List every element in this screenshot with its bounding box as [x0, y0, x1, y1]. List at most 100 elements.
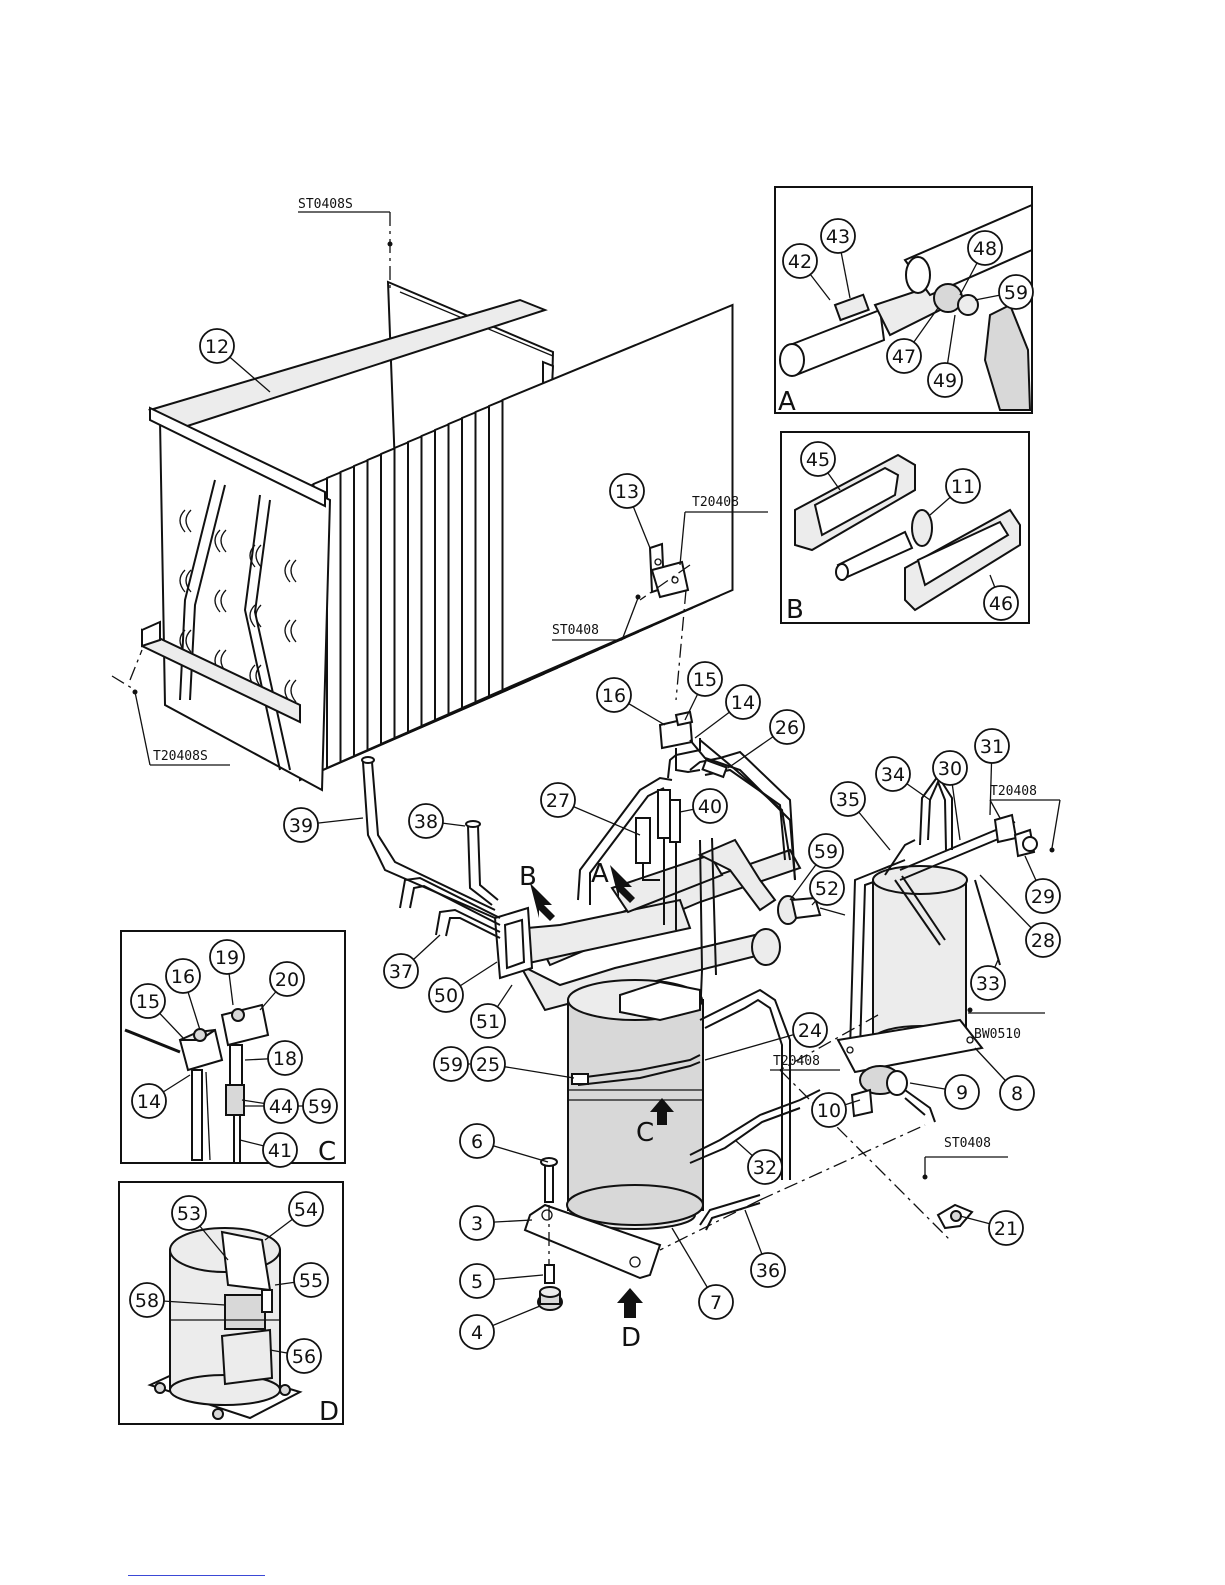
callout-59d: 59: [303, 1089, 337, 1123]
view-letter-a: A: [591, 859, 609, 889]
ref-st0408-bracket: ST0408: [552, 623, 599, 638]
callout-number: 13: [615, 481, 639, 503]
callout-58: 58: [130, 1283, 164, 1317]
callout-38: 38: [409, 804, 443, 838]
callout-number: 5: [471, 1271, 483, 1293]
callout-54: 54: [289, 1192, 323, 1226]
callout-number: 14: [137, 1091, 161, 1113]
callout-number: 6: [471, 1131, 483, 1153]
box-letter-a: A: [778, 387, 796, 417]
callout-number: 46: [989, 593, 1013, 615]
callout-number: 59: [1004, 282, 1028, 304]
callout-18: 18: [268, 1041, 302, 1075]
callout-number: 52: [815, 878, 839, 900]
callout-number: 37: [389, 961, 413, 983]
callout-number: 35: [836, 789, 860, 811]
box-letter-d: D: [319, 1397, 339, 1427]
callout-6: 6: [460, 1124, 494, 1158]
callout-number: 50: [434, 985, 458, 1007]
callout-number: 11: [951, 476, 975, 498]
callout-number: 59: [308, 1096, 332, 1118]
callout-number: 16: [171, 966, 195, 988]
ref-t20408-bracket: T20408: [692, 495, 739, 510]
callout-number: 21: [994, 1218, 1018, 1240]
callout-44: 44: [264, 1089, 298, 1123]
callout-27: 27: [541, 783, 575, 817]
callout-number: 45: [806, 449, 830, 471]
callout-number: 54: [294, 1199, 318, 1221]
callout-number: 12: [205, 336, 229, 358]
callout-21: 21: [989, 1211, 1023, 1245]
callout-number: 41: [268, 1140, 292, 1162]
callout-number: 58: [135, 1290, 159, 1312]
callout-16a: 16: [597, 678, 631, 712]
callout-39: 39: [284, 808, 318, 842]
callout-15a: 15: [688, 662, 722, 696]
callout-number: 15: [693, 669, 717, 691]
callout-number: 32: [753, 1157, 777, 1179]
callout-7: 7: [699, 1285, 733, 1319]
callout-59b: 59: [434, 1047, 468, 1081]
callout-41: 41: [263, 1133, 297, 1167]
callout-34: 34: [876, 757, 910, 791]
callout-number: 15: [136, 991, 160, 1013]
callout-5: 5: [460, 1264, 494, 1298]
callout-number: 36: [756, 1260, 780, 1282]
callout-50: 50: [429, 978, 463, 1012]
ref-t20408s-left: T20408S: [153, 749, 208, 764]
view-letter-c: C: [636, 1118, 654, 1148]
box-letter-b: B: [786, 595, 804, 625]
callout-45: 45: [801, 442, 835, 476]
ref-t20408-right: T20408: [990, 784, 1037, 799]
callout-11: 11: [946, 469, 980, 503]
callout-number: 48: [973, 238, 997, 260]
callout-51: 51: [471, 1004, 505, 1038]
callout-30: 30: [933, 751, 967, 785]
callout-number: 27: [546, 790, 570, 812]
callout-number: 9: [956, 1082, 968, 1104]
receiver-tank: [838, 776, 1037, 1122]
callout-59a: 59: [809, 834, 843, 868]
callout-49: 49: [928, 363, 962, 397]
callout-number: 3: [471, 1213, 483, 1235]
ref-st0408-bottom: ST0408: [944, 1136, 991, 1151]
callout-number: 20: [275, 969, 299, 991]
callout-43: 43: [821, 219, 855, 253]
callout-15b: 15: [131, 984, 165, 1018]
callout-number: 40: [698, 796, 722, 818]
callout-number: 19: [215, 947, 239, 969]
callout-48: 48: [968, 231, 1002, 265]
callout-number: 42: [788, 251, 812, 273]
callout-29: 29: [1026, 879, 1060, 913]
compressor: [525, 980, 925, 1278]
callout-32: 32: [748, 1150, 782, 1184]
box-letter-c: C: [318, 1137, 336, 1167]
callout-number: 4: [471, 1322, 483, 1344]
footer-link-underline[interactable]: [128, 1575, 265, 1576]
callout-35: 35: [831, 782, 865, 816]
callout-14b: 14: [132, 1084, 166, 1118]
callout-number: 47: [892, 346, 916, 368]
callout-24: 24: [793, 1013, 827, 1047]
callout-9: 9: [945, 1075, 979, 1109]
callout-number: 55: [299, 1270, 323, 1292]
callout-number: 24: [798, 1020, 822, 1042]
callout-8: 8: [1000, 1076, 1034, 1110]
ref-bw0510: BW0510: [974, 1027, 1021, 1042]
callout-number: 10: [817, 1100, 841, 1122]
callout-33: 33: [971, 966, 1005, 1000]
callout-number: 29: [1031, 886, 1055, 908]
callout-number: 8: [1011, 1083, 1023, 1105]
callout-40: 40: [693, 789, 727, 823]
callout-42: 42: [783, 244, 817, 278]
callout-28: 28: [1026, 923, 1060, 957]
callout-37: 37: [384, 954, 418, 988]
view-letter-b: B: [519, 862, 537, 892]
callout-31: 31: [975, 729, 1009, 763]
callout-4: 4: [460, 1315, 494, 1349]
callout-20: 20: [270, 962, 304, 996]
callout-36: 36: [751, 1253, 785, 1287]
callout-10: 10: [812, 1093, 846, 1127]
callout-46: 46: [984, 586, 1018, 620]
